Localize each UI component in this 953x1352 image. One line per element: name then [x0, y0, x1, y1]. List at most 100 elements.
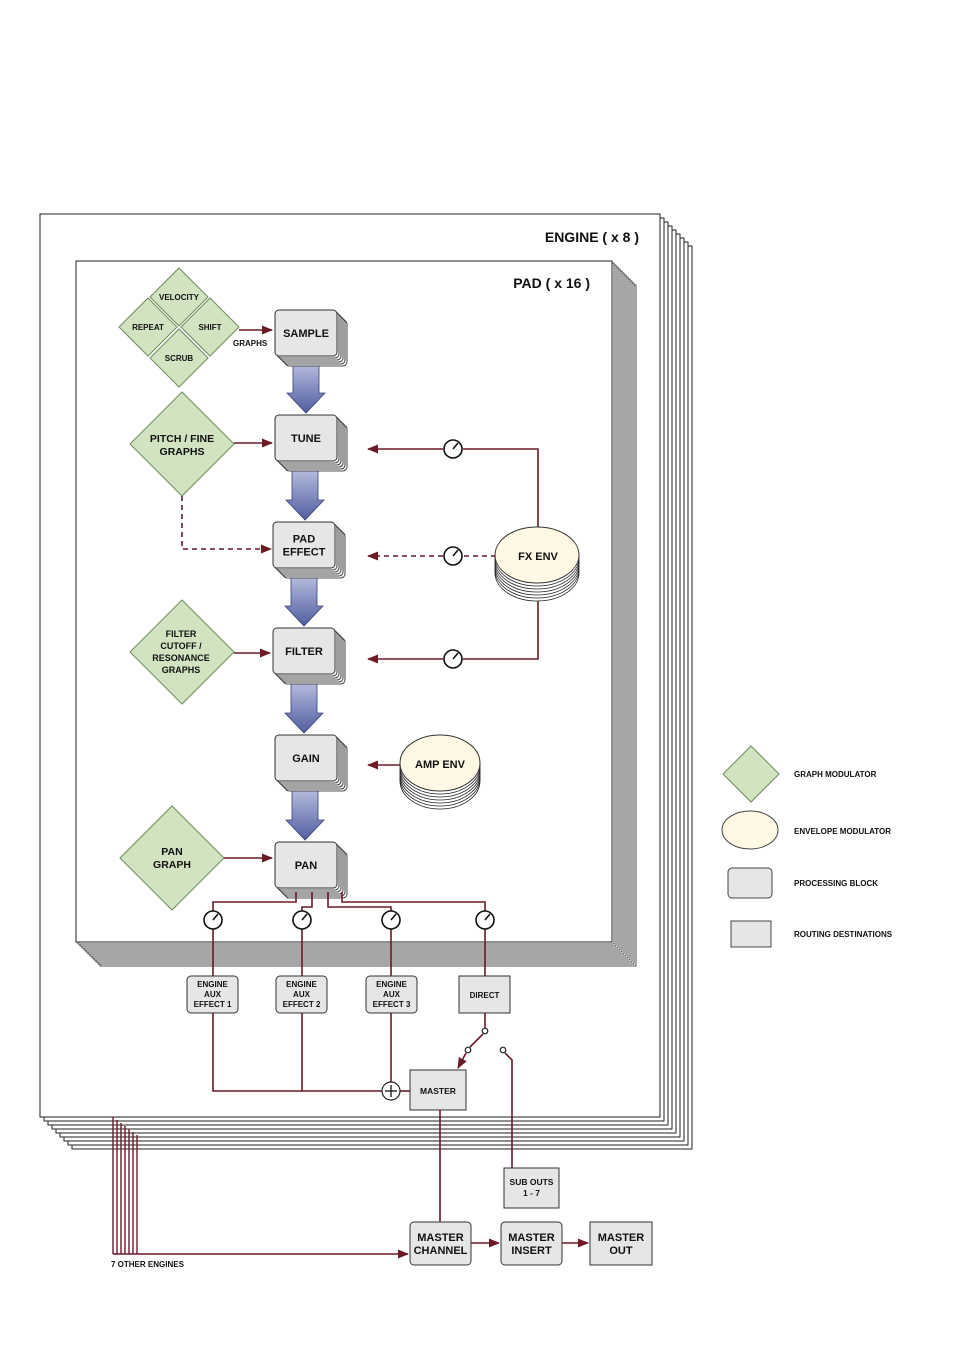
- master-insert-label-2: INSERT: [511, 1245, 552, 1257]
- legend-graph-modulator-label: GRAPH MODULATOR: [794, 770, 877, 779]
- knob-pointer: [452, 652, 459, 660]
- scrub-diamond: [149, 328, 209, 388]
- aux-return-wires: [212, 1013, 410, 1092]
- legend-processing-block-swatch: [727, 867, 773, 899]
- aux2-label-3: EFFECT 2: [283, 1000, 321, 1009]
- fxenv-to-filter-wire-a: [463, 599, 539, 660]
- aux2-label-1: ENGINE: [286, 980, 317, 989]
- amp-env-stack: [399, 734, 481, 810]
- aux1-label-3: EFFECT 1: [194, 1000, 232, 1009]
- pan-graph-diamond: [119, 805, 225, 911]
- legend: GRAPH MODULATOR ENVELOPE MODULATOR PROCE…: [721, 745, 893, 948]
- sub-outs-box: [503, 1167, 560, 1209]
- signal-flow-arrows: [284, 353, 326, 841]
- velocity-label: VELOCITY: [159, 293, 200, 302]
- repeat-label: REPEAT: [132, 323, 164, 332]
- pan-graph-label-1: PAN: [161, 846, 182, 858]
- other-engines-wires: [112, 1117, 410, 1259]
- filter-graphs-label-3: RESONANCE: [152, 653, 210, 663]
- filter-mod-amount-knob: [443, 649, 463, 669]
- legend-envelope-modulator-swatch: [721, 810, 779, 850]
- aux2-label-2: AUX: [293, 990, 311, 999]
- shift-label: SHIFT: [198, 323, 221, 332]
- legend-processing-block-label: PROCESSING BLOCK: [794, 879, 878, 888]
- pitch-fine-label-2: GRAPHS: [160, 446, 205, 458]
- legend-routing-destinations-label: ROUTING DESTINATIONS: [794, 930, 893, 939]
- aux2-send-knob: [292, 910, 312, 930]
- amp-env-stack-face: [399, 734, 481, 792]
- pad-effect-block-face: [272, 521, 336, 569]
- tune-block: TUNE: [274, 414, 348, 472]
- pad-title: PAD ( x 16 ): [513, 275, 590, 291]
- aux3-label-2: AUX: [383, 990, 401, 999]
- gain-block-label: GAIN: [292, 753, 320, 765]
- scrub-label: SCRUB: [165, 354, 194, 363]
- direct-output-switch: [457, 1013, 513, 1168]
- filter-block: FILTER: [272, 627, 346, 685]
- tune-block-face: [274, 414, 338, 462]
- tune-block-label: TUNE: [291, 433, 321, 445]
- tune-mod-amount-knob: [443, 439, 463, 459]
- repeat-diamond: [118, 297, 178, 357]
- shift-diamond: [180, 297, 240, 357]
- legend-routing-destinations-swatch: [730, 920, 772, 948]
- fx-env-stack-face: [494, 526, 580, 584]
- other-engines-label: 7 OTHER ENGINES: [111, 1260, 185, 1269]
- pan-block-face: [274, 841, 338, 889]
- pan-block-label: PAN: [295, 860, 317, 872]
- pad-effect-block-label: PAD: [293, 534, 315, 546]
- master-out-label-1: MASTER: [598, 1232, 645, 1244]
- engine-title: ENGINE ( x 8 ): [545, 229, 639, 245]
- filter-graphs-label-4: GRAPHS: [162, 665, 201, 675]
- pad-effect-block-label: EFFECT: [283, 547, 326, 559]
- sub-outs-label-2: 1 - 7: [523, 1188, 540, 1198]
- legend-envelope-modulator-label: ENVELOPE MODULATOR: [794, 827, 891, 836]
- knob-pointer: [452, 442, 459, 450]
- master-label: MASTER: [420, 1086, 456, 1096]
- filter-graphs-diamond: [129, 599, 235, 705]
- pad-effect-mod-amount-knob: [443, 546, 463, 566]
- gain-block: GAIN: [274, 734, 348, 792]
- amp-env-label: AMP ENV: [415, 759, 466, 771]
- knob-pointer: [452, 549, 459, 557]
- aux1-send-knob: [203, 910, 223, 930]
- pan-block: PAN: [274, 841, 348, 899]
- sample-block-label: SAMPLE: [283, 328, 329, 340]
- filter-block-face: [272, 627, 336, 675]
- fx-env-label: FX ENV: [518, 551, 558, 563]
- aux3-label-1: ENGINE: [376, 980, 407, 989]
- aux1-label-2: AUX: [204, 990, 222, 999]
- knob-pointer: [390, 913, 397, 921]
- knob-pointer: [301, 913, 308, 921]
- aux1-label-1: ENGINE: [197, 980, 228, 989]
- filter-graphs-label-1: FILTER: [166, 629, 197, 639]
- master-out-box: [589, 1221, 653, 1266]
- pan-graph-label-2: GRAPH: [153, 859, 191, 871]
- legend-graph-modulator-swatch: [722, 745, 780, 803]
- fx-env-stack: [494, 526, 580, 602]
- level-knobs: [203, 439, 495, 930]
- direct-label: DIRECT: [470, 991, 500, 1000]
- gain-block-face: [274, 734, 338, 782]
- knob-pointer: [212, 913, 219, 921]
- sample-block: SAMPLE: [274, 309, 348, 367]
- master-channel-label-2: CHANNEL: [414, 1245, 468, 1257]
- master-box: [409, 1069, 467, 1111]
- velocity-diamond: [149, 267, 209, 327]
- pitch-to-pad-effect-dashed-wire: [181, 496, 273, 554]
- filter-block-label: FILTER: [285, 646, 323, 658]
- envelope-modulators: [399, 526, 580, 810]
- filter-graphs-label-2: CUTOFF /: [160, 641, 202, 651]
- pitch-fine-label-1: PITCH / FINE: [150, 433, 214, 445]
- graphs-label: GRAPHS: [233, 339, 268, 348]
- aux3-send-knob: [381, 910, 401, 930]
- direct-send-knob: [475, 910, 495, 930]
- master-channel-label-1: MASTER: [417, 1232, 464, 1244]
- pan-output-wires: [212, 892, 486, 976]
- fxenv-to-tune-wire-a: [463, 448, 539, 527]
- aux3-label-3: EFFECT 3: [373, 1000, 411, 1009]
- trigger-modulator-cluster: VELOCITY REPEAT SHIFT SCRUB: [118, 267, 240, 388]
